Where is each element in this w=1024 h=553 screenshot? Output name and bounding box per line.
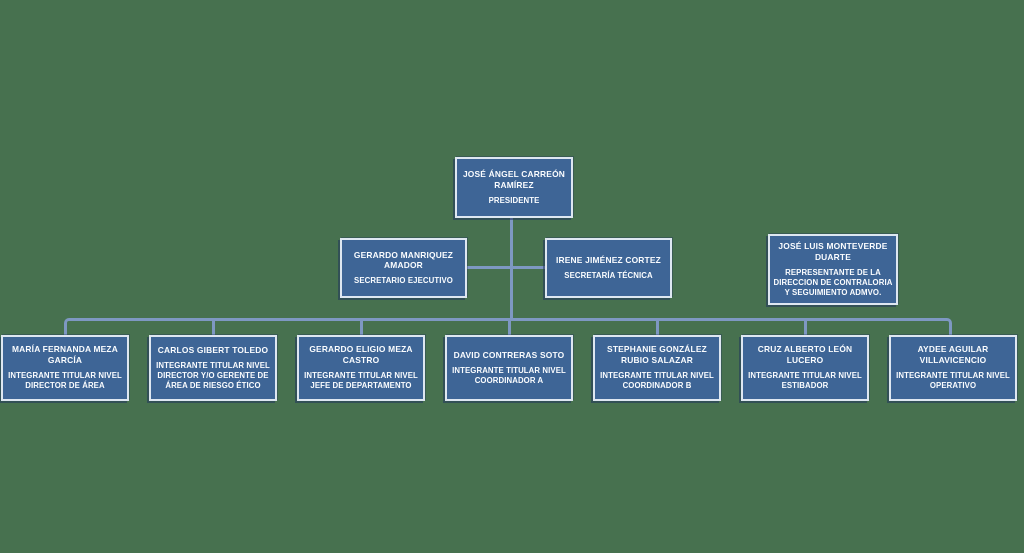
org-node-coordinador-b: STEPHANIE GONZÁLEZ RUBIO SALAZAR INTEGRA…: [593, 335, 721, 401]
person-name: JOSÉ LUIS MONTEVERDE DUARTE: [778, 240, 888, 262]
org-node-secretaria-tecnica: IRENE JIMÉNEZ CORTEZ SECRETARÍA TÉCNICA: [545, 238, 672, 298]
person-role: INTEGRANTE TITULAR NIVEL COORDINADOR A: [452, 365, 566, 385]
org-node-director-de-area: MARÍA FERNANDA MEZA GARCÍA INTEGRANTE TI…: [1, 335, 129, 401]
org-node-coordinador-a: DAVID CONTRERAS SOTO INTEGRANTE TITULAR …: [445, 335, 573, 401]
person-role: SECRETARÍA TÉCNICA: [564, 270, 653, 280]
org-node-estibador: CRUZ ALBERTO LEÓN LUCERO INTEGRANTE TITU…: [741, 335, 869, 401]
connector-drop-5: [656, 318, 659, 335]
person-role: INTEGRANTE TITULAR NIVEL JEFE DE DEPARTA…: [304, 371, 418, 391]
org-node-representante-contraloria: JOSÉ LUIS MONTEVERDE DUARTE REPRESENTANT…: [768, 234, 898, 305]
connector-drop-4: [508, 318, 511, 335]
org-node-riesgo-etico: CARLOS GIBERT TOLEDO INTEGRANTE TITULAR …: [149, 335, 277, 401]
connector-drop-3: [360, 318, 363, 335]
org-node-jefe-departamento: GERARDO ELIGIO MEZA CASTRO INTEGRANTE TI…: [297, 335, 425, 401]
person-name: CRUZ ALBERTO LEÓN LUCERO: [757, 344, 853, 366]
org-node-secretario-ejecutivo: GERARDO MANRIQUEZ AMADOR SECRETARIO EJEC…: [340, 238, 467, 298]
person-name: MARÍA FERNANDA MEZA GARCÍA: [12, 344, 118, 366]
person-role: INTEGRANTE TITULAR NIVEL ESTIBADOR: [748, 371, 862, 391]
person-role: INTEGRANTE TITULAR NIVEL DIRECTOR Y/O GE…: [156, 360, 270, 391]
person-name: AYDEE AGUILAR VILLAVICENCIO: [917, 344, 989, 366]
person-name: GERARDO ELIGIO MEZA CASTRO: [309, 344, 413, 366]
connector-drop-6: [804, 318, 807, 335]
person-role: INTEGRANTE TITULAR NIVEL COORDINADOR B: [600, 371, 714, 391]
person-role: SECRETARIO EJECUTIVO: [354, 276, 453, 286]
person-name: JOSÉ ÁNGEL CARREÓN RAMÍREZ: [462, 169, 566, 190]
person-name: GERARDO MANRIQUEZ AMADOR: [353, 249, 454, 271]
person-role: INTEGRANTE TITULAR NIVEL OPERATIVO: [896, 371, 1010, 391]
org-node-president: JOSÉ ÁNGEL CARREÓN RAMÍREZ PRESIDENTE: [455, 157, 573, 218]
connector-president-trunk: [510, 218, 513, 320]
person-role: INTEGRANTE TITULAR NIVEL DIRECTOR DE ÁRE…: [8, 371, 122, 391]
connector-drop-2: [212, 318, 215, 335]
person-role: REPRESENTANTE DE LA DIRECCION DE CONTRAL…: [773, 267, 893, 297]
person-role: PRESIDENTE: [488, 195, 540, 205]
connector-secretaries-crossbar: [467, 266, 545, 269]
person-name: DAVID CONTRERAS SOTO: [453, 349, 565, 360]
person-name: STEPHANIE GONZÁLEZ RUBIO SALAZAR: [607, 344, 707, 366]
person-name: CARLOS GIBERT TOLEDO: [157, 344, 269, 355]
person-name: IRENE JIMÉNEZ CORTEZ: [556, 254, 661, 265]
org-node-operativo: AYDEE AGUILAR VILLAVICENCIO INTEGRANTE T…: [889, 335, 1017, 401]
